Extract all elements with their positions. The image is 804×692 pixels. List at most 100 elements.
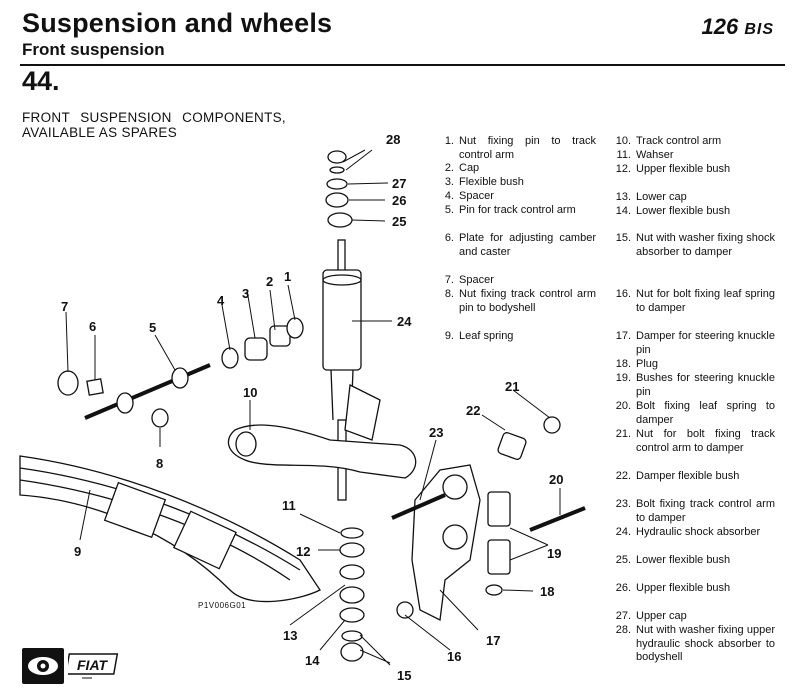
legend-item: 19. Bushes for steering knuckle pin [615, 372, 775, 399]
callout-1: 1 [284, 269, 291, 284]
legend-item: 21.Nut for bolt fixing track control arm… [615, 428, 775, 455]
legend-number: 19. [615, 372, 631, 384]
page-title: Suspension and wheels [22, 8, 333, 38]
callout-27: 27 [392, 176, 406, 191]
legend-item: 7. Spacer [438, 274, 596, 288]
callout-7: 7 [61, 299, 68, 314]
legend-text: Spacer [459, 274, 494, 286]
callout-25: 25 [392, 214, 406, 229]
legend-text: Plate for adjusting camber and caster [459, 232, 596, 258]
legend-item: 27. Upper cap [615, 610, 775, 624]
legend-text: Bolt fixing track control arm to damper [636, 498, 775, 524]
callout-18: 18 [540, 584, 554, 599]
legend-number: 22. [615, 470, 631, 482]
legend-item: 6.Plate for adjusting camber and caster [438, 232, 596, 259]
callout-15: 15 [397, 668, 411, 683]
legend-number: 12. [615, 163, 631, 175]
fiat-logo: FIAT [64, 650, 122, 682]
legend-number: 8. [444, 288, 454, 300]
callout-26: 26 [392, 193, 406, 208]
callout-19: 19 [547, 546, 561, 561]
legend-number: 9. [444, 330, 454, 342]
legend-text: Hydraulic shock absorber [636, 526, 761, 538]
legend-item: 18. Plug [615, 358, 775, 372]
legend-item: 4. Spacer [438, 190, 596, 204]
legend-number: 4. [444, 190, 454, 202]
legend-text: Plug [636, 358, 659, 370]
legend-item: 10. Track control arm [615, 135, 775, 149]
legend-text: Flexible bush [459, 176, 524, 188]
callout-11: 11 [282, 498, 296, 513]
legend-number: 15. [615, 232, 631, 244]
section-heading: FRONT SUSPENSION COMPONENTS, AVAILABLE A… [22, 110, 286, 140]
eye-icon-graphic [28, 657, 58, 675]
figure-code: P1V006G01 [198, 601, 247, 610]
callout-2: 2 [266, 274, 273, 289]
legend-text: Track control arm [636, 135, 722, 147]
callout-3: 3 [242, 286, 249, 301]
legend-number: 26. [615, 582, 631, 594]
legend-item: 24. Hydraulic shock absorber [615, 526, 775, 540]
legend-text: Damper flexible bush [636, 470, 740, 482]
model-code-suffix: BIS [744, 21, 774, 38]
legend-number: 1. [444, 135, 454, 147]
legend-text: Nut for bolt fixing leaf spring to dampe… [636, 288, 775, 314]
legend-text: Nut with washer fixing upper hydraulic s… [636, 624, 775, 664]
legend-text: Leaf spring [459, 330, 514, 342]
legend-number: 16. [615, 288, 631, 300]
legend-text: Bolt fixing leaf spring to damper [636, 400, 775, 426]
legend-item: 16. Nut for bolt fixing leaf spring to da… [615, 288, 775, 315]
legend-text: Damper for steering knuckle pin [636, 330, 775, 356]
legend-item: 1.Nut fixing pin to track control arm [438, 135, 596, 162]
callout-5: 5 [149, 320, 156, 335]
legend-number: 18. [615, 358, 631, 370]
legend-text: Spacer [459, 190, 494, 202]
legend-text: Upper flexible bush [636, 582, 731, 594]
legend-item: 9. Leaf spring [438, 330, 596, 344]
legend-number: 7. [444, 274, 454, 286]
legend-item: 5. Pin for track control arm [438, 204, 596, 218]
legend-text: Upper cap [636, 610, 687, 622]
legend-item: 14. Lower flexible bush [615, 205, 775, 219]
callout-6: 6 [89, 319, 96, 334]
callout-20: 20 [549, 472, 563, 487]
legend-item: 20. Bolt fixing leaf spring to damper [615, 400, 775, 427]
model-code-number: 126 [701, 14, 739, 39]
legend-text: Lower cap [636, 191, 687, 203]
legend-item: 3.Flexible bush [438, 176, 596, 190]
callout-4: 4 [217, 293, 225, 308]
legend-number: 13. [615, 191, 631, 203]
track-control-arm [227, 424, 417, 479]
section-number: 44. [22, 66, 60, 96]
legend-number: 5. [444, 204, 454, 216]
legend-number: 14. [615, 205, 631, 217]
callout-23: 23 [429, 425, 443, 440]
legend-item: 25.Lower flexible bush [615, 554, 775, 568]
legend-number: 23. [615, 498, 631, 510]
callout-24: 24 [397, 314, 412, 329]
legend-number: 28. [615, 624, 631, 636]
legend-number: 2. [444, 162, 454, 174]
legend-text: Lower flexible bush [636, 205, 731, 217]
legend-text: Bushes for steering knuckle pin [636, 372, 775, 398]
callout-12: 12 [296, 544, 310, 559]
legend-text: Nut for bolt fixing track control arm to… [636, 428, 775, 454]
legend-text: Nut fixing track control arm pin to body… [459, 288, 596, 314]
header-rule [20, 64, 785, 66]
legend-text: Wahser [636, 149, 674, 161]
leaf-spring [19, 455, 321, 603]
legend-number: 20. [615, 400, 631, 412]
page-subtitle: Front suspension [22, 40, 165, 59]
shock-absorber-body [322, 269, 362, 371]
fiat-logo-text: FIAT [77, 657, 109, 673]
legend-item: 17.Damper for steering knuckle pin [615, 330, 775, 357]
callout-10: 10 [243, 385, 257, 400]
legend-number: 27. [615, 610, 631, 622]
callout-8: 8 [156, 456, 163, 471]
callout-21: 21 [505, 379, 519, 394]
legend-text: Pin for track control arm [459, 204, 576, 216]
callout-9: 9 [74, 544, 81, 559]
legend-number: 24. [615, 526, 631, 538]
legend-number: 10. [615, 135, 631, 147]
